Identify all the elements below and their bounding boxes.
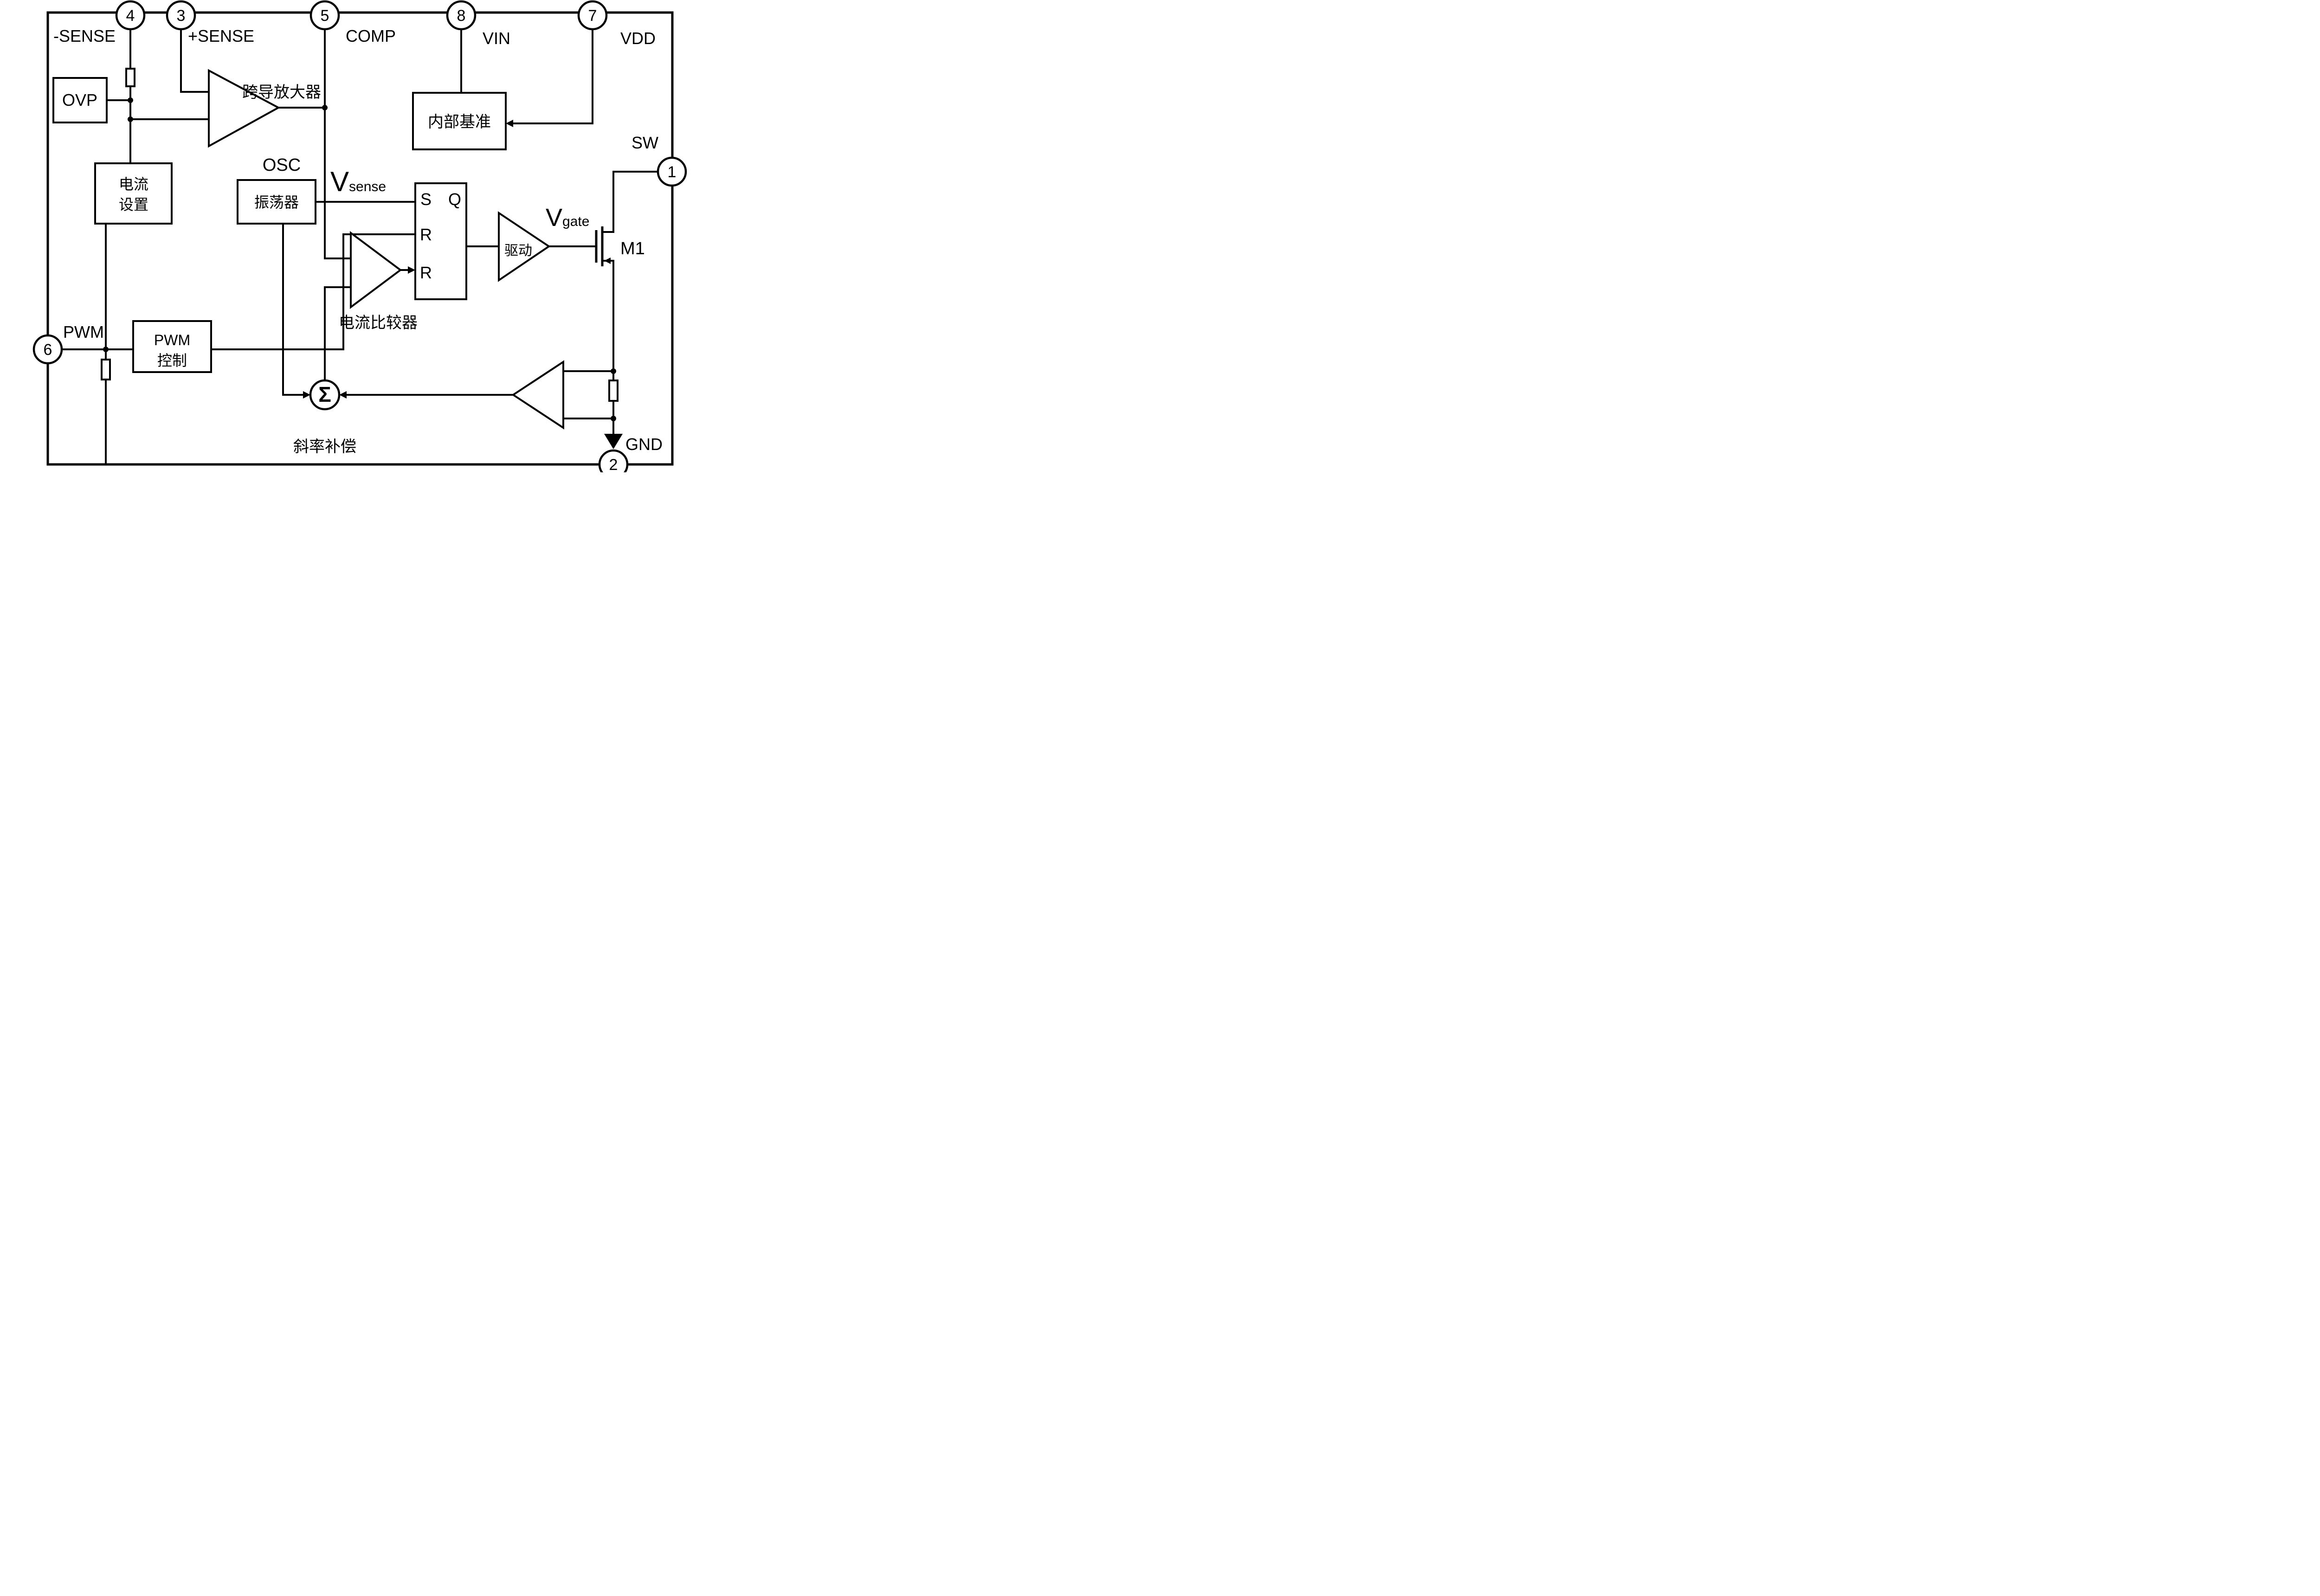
driver-label: 驱动 [504, 243, 532, 258]
pin-5-circle [309, 0, 340, 31]
resistor-sense [125, 68, 135, 87]
block-current-set-line1: 电流 [119, 176, 148, 193]
wire-comp-node [324, 29, 351, 259]
slope-comp-label: 斜率补偿 [293, 438, 356, 456]
pin-4-label: -SENSE [53, 26, 116, 45]
sigma-symbol: Σ [318, 382, 331, 406]
wire-amp-plus-input [180, 29, 209, 93]
block-pwm-control [132, 320, 212, 373]
block-current-set-line2: 设置 [119, 196, 148, 213]
pin-1-number: 1 [668, 163, 677, 181]
block-current-set [94, 162, 173, 225]
pin-3-circle [166, 0, 196, 31]
pin-4-circle [115, 0, 146, 31]
schematic-svg: OVP 电流 设置 OSC 振荡器 内部基准 S Q R R PWM 控制 跨导… [32, 0, 687, 472]
latch-reset-arrow-icon [408, 266, 415, 274]
pin-2-number: 2 [609, 456, 618, 472]
pin-3-label: +SENSE [188, 26, 254, 45]
pin-5-label: COMP [346, 26, 396, 45]
block-ovp-label: OVP [62, 90, 97, 109]
pin-6-number: 6 [44, 341, 52, 359]
wire-source-down [602, 260, 614, 380]
pin-3-number: 3 [177, 7, 186, 25]
current-comparator-triangle [350, 231, 402, 309]
m1-label: M1 [620, 239, 645, 258]
reference-arrow-icon [506, 120, 513, 127]
vgate-label: Vgate [546, 204, 589, 232]
block-internal-reference-label: 内部基准 [428, 113, 491, 131]
pin-1-label: SW [632, 133, 658, 152]
wire-vdd [513, 29, 593, 124]
wire-drain-sw [602, 171, 658, 233]
block-oscillator [237, 179, 316, 225]
resistor-iset [101, 359, 111, 380]
junction-dot [611, 416, 616, 421]
pin-6-label: PWM [63, 322, 104, 341]
sigma-circle [309, 379, 341, 411]
sigma-left-arrow-icon [303, 391, 310, 399]
chip-border [46, 11, 674, 466]
sigma-right-arrow-icon [339, 391, 347, 399]
pin-2-circle [598, 449, 629, 472]
pin-5-number: 5 [321, 7, 329, 25]
block-oscillator-label: 振荡器 [254, 194, 299, 211]
junction-dot [611, 368, 616, 374]
wire-sigma-to-comparator [324, 286, 351, 380]
pin-8-circle [446, 0, 477, 31]
pin-7-label: VDD [620, 29, 656, 48]
pin-8-label: VIN [483, 29, 510, 48]
block-diagram: OVP 电流 设置 OSC 振荡器 内部基准 S Q R R PWM 控制 跨导… [0, 0, 717, 472]
junction-dot [128, 116, 133, 122]
vsense-label: Vsense [330, 166, 386, 197]
block-pwm-control-line2: 控制 [157, 352, 187, 369]
sense-buffer-triangle [511, 360, 564, 430]
latch-s-label: S [420, 190, 432, 209]
pin-4-number: 4 [126, 7, 135, 25]
pin-1-circle [657, 156, 687, 187]
block-internal-reference [412, 92, 507, 150]
block-ovp [52, 77, 108, 123]
junction-dot [128, 97, 133, 103]
pin-6-circle [32, 334, 63, 365]
latch-r1-label: R [420, 225, 432, 244]
junction-dot [103, 347, 109, 352]
resistor-current-sense [608, 380, 619, 402]
pin-7-number: 7 [588, 7, 597, 25]
mosfet-source-arrow-icon [604, 257, 611, 264]
gm-amp-label: 跨导放大器 [242, 84, 321, 101]
current-comparator-label: 电流比较器 [339, 314, 418, 332]
gm-amp-triangle [208, 69, 281, 148]
pin-8-number: 8 [457, 7, 466, 25]
driver-triangle [498, 211, 551, 282]
osc-title: OSC [263, 155, 301, 175]
junction-dot [322, 105, 328, 110]
latch-q-label: Q [448, 190, 461, 209]
block-pwm-control-line1: PWM [154, 332, 190, 348]
latch-r2-label: R [420, 263, 432, 282]
wire-osc-to-sigma [282, 224, 303, 396]
wire-pwmctrl-to-latch [211, 233, 415, 350]
pin-7-circle [577, 0, 608, 31]
block-sr-latch [414, 182, 467, 300]
ground-arrow-icon [604, 434, 623, 449]
pin-2-label: GND [625, 435, 663, 454]
